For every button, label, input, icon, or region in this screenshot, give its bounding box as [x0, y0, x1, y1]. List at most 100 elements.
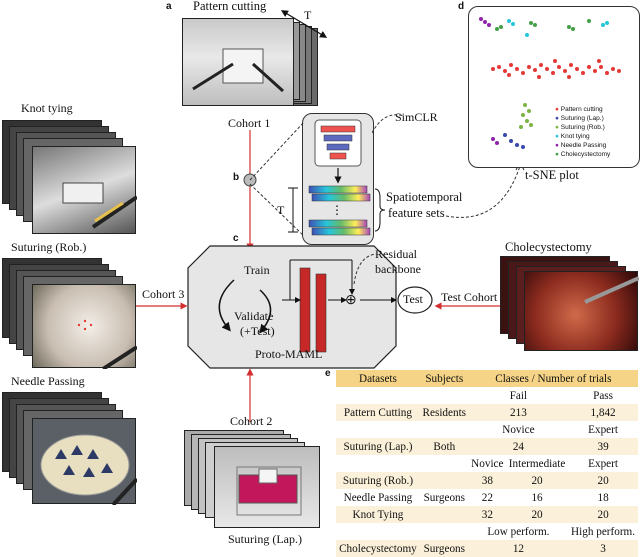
- simclr-box: ⋮: [302, 113, 374, 245]
- t-label-bracket: T: [277, 203, 285, 217]
- table-header-cell: Datasets: [336, 370, 420, 387]
- table-cell: 39: [568, 438, 638, 455]
- tsne-legend: ● Pattern cutting ● Suturing (Lap.) ● Su…: [555, 105, 610, 159]
- table-cell: 1,842: [568, 404, 638, 421]
- table-cell: 22: [481, 491, 493, 504]
- table-cell: [419, 472, 469, 489]
- needle-passing-label: Needle Passing: [11, 374, 85, 388]
- table-cell: Both: [419, 438, 469, 455]
- cohort2-arrow: [246, 368, 254, 422]
- table-row: Fail Pass: [336, 387, 638, 404]
- table-cell: [336, 523, 420, 540]
- table-cell: [420, 387, 469, 404]
- validate-label-2: (+Test): [240, 324, 275, 338]
- t-label-top: T: [304, 8, 312, 22]
- table-cell: [420, 421, 469, 438]
- suturing-rob-frames: [2, 258, 139, 371]
- table-cell: 20: [568, 506, 638, 523]
- test-label: Test: [403, 292, 423, 306]
- table-header-cell: Classes / Number of trials: [468, 370, 638, 387]
- table-cell: Knot Tying: [336, 506, 420, 523]
- residual-add-symbol: ⊕: [345, 293, 357, 308]
- validate-label-1: Validate: [234, 309, 274, 323]
- table-cell: Suturing (Rob.): [336, 472, 420, 489]
- table-row: Low perform. High perform.: [336, 523, 638, 540]
- table-cell: Intermediate: [508, 457, 566, 470]
- table-cell: Surgeons: [423, 491, 466, 504]
- table-cell: 24: [468, 438, 569, 455]
- table-cell: Expert: [588, 457, 618, 470]
- table-row: Novice Intermediate Expert: [336, 455, 638, 472]
- knot-tying-frames: [2, 120, 139, 235]
- tsne-scatter: [479, 17, 621, 149]
- table-cell: 3: [568, 540, 638, 557]
- table-cell: [420, 455, 469, 472]
- table-cell: 20: [505, 506, 569, 523]
- table-cell: [336, 387, 420, 404]
- spatiotemporal-label-2: feature sets: [388, 206, 445, 220]
- tsne-legend-item: ● Knot tying: [555, 133, 590, 140]
- svg-text:⋮: ⋮: [331, 203, 343, 217]
- table-cell: Needle Passing: [343, 491, 413, 504]
- pattern-cutting-label: Pattern cutting: [193, 0, 267, 13]
- panel-letter-e: e: [325, 368, 331, 379]
- tsne-plot-box: ● Pattern cutting ● Suturing (Lap.) ● Su…: [468, 6, 640, 168]
- needle-passing-frames: [2, 392, 139, 507]
- residual-pointer: [353, 253, 377, 285]
- table-cell: 20: [568, 472, 638, 489]
- test-node: [397, 286, 433, 314]
- suturing-lap-frames: [184, 430, 324, 530]
- panel-letter-d: d: [458, 1, 465, 12]
- test-cohort-label: Test Cohort: [441, 290, 498, 304]
- needle-pegs-scene: [40, 434, 139, 507]
- cholecystectomy-frames: [500, 256, 640, 351]
- table-cell: 18: [597, 491, 609, 504]
- table-cell: Surgeons: [419, 540, 469, 557]
- cholecystectomy-label: Cholecystectomy: [505, 240, 592, 254]
- spatiotemporal-label-1: Spatiotemporal: [386, 190, 463, 204]
- panel-letter-b: b: [233, 172, 240, 183]
- test-input-arrow: [384, 297, 397, 303]
- table-cell: Cholecystectomy: [336, 540, 420, 557]
- train-label: Train: [244, 263, 270, 277]
- cohort3-arrow: [136, 302, 188, 310]
- table-cell: [336, 455, 420, 472]
- knot-tying-label: Knot tying: [21, 101, 73, 115]
- zoom-lines: [249, 121, 305, 237]
- proto-maml-block: [187, 245, 397, 369]
- table-cell: High perform.: [571, 525, 636, 538]
- tsne-legend-item: ● Suturing (Rob.): [555, 124, 605, 131]
- gauze-scene: [192, 48, 285, 93]
- tsne-legend-item: ● Cholecystectomy: [555, 151, 611, 158]
- table-cell: Residents: [419, 404, 469, 421]
- table-cell: Low perform.: [487, 525, 550, 538]
- table-header-cell: Subjects: [419, 370, 469, 387]
- tsne-legend-item: ● Suturing (Lap.): [555, 115, 604, 122]
- table-row: Needle Passing Surgeons 22 16 18: [336, 489, 638, 506]
- table-cell: 213: [468, 404, 569, 421]
- table-cell: Novice: [471, 457, 504, 470]
- t-arrow-top: [280, 10, 328, 38]
- simclr-label: SimCLR: [395, 110, 438, 124]
- encoder-diagram: ⋮: [308, 119, 371, 236]
- table-cell: Expert: [588, 423, 618, 436]
- table-header-row: Datasets Subjects Classes / Number of tr…: [336, 370, 638, 387]
- suturing-lap-label: Suturing (Lap.): [228, 532, 302, 546]
- suturing-rob-label: Suturing (Rob.): [11, 240, 87, 254]
- table-cell: Pattern Cutting: [336, 404, 420, 421]
- knot-scene: [62, 182, 139, 229]
- table-cell: 16: [531, 491, 543, 504]
- table-cell: Fail: [509, 389, 528, 402]
- cohort3-label: Cohort 3: [142, 287, 185, 301]
- tsne-title: t-SNE plot: [525, 168, 579, 182]
- table-cell: [336, 421, 420, 438]
- proto-maml-label: Proto-MAML: [255, 347, 323, 361]
- residual-label-2: backbone: [375, 262, 421, 276]
- panel-letter-a: a: [166, 1, 172, 12]
- table-cell: Pass: [593, 389, 614, 402]
- table-cell: 32: [468, 506, 506, 523]
- test-cohort-arrow: [434, 302, 500, 310]
- table-cell: [419, 506, 469, 523]
